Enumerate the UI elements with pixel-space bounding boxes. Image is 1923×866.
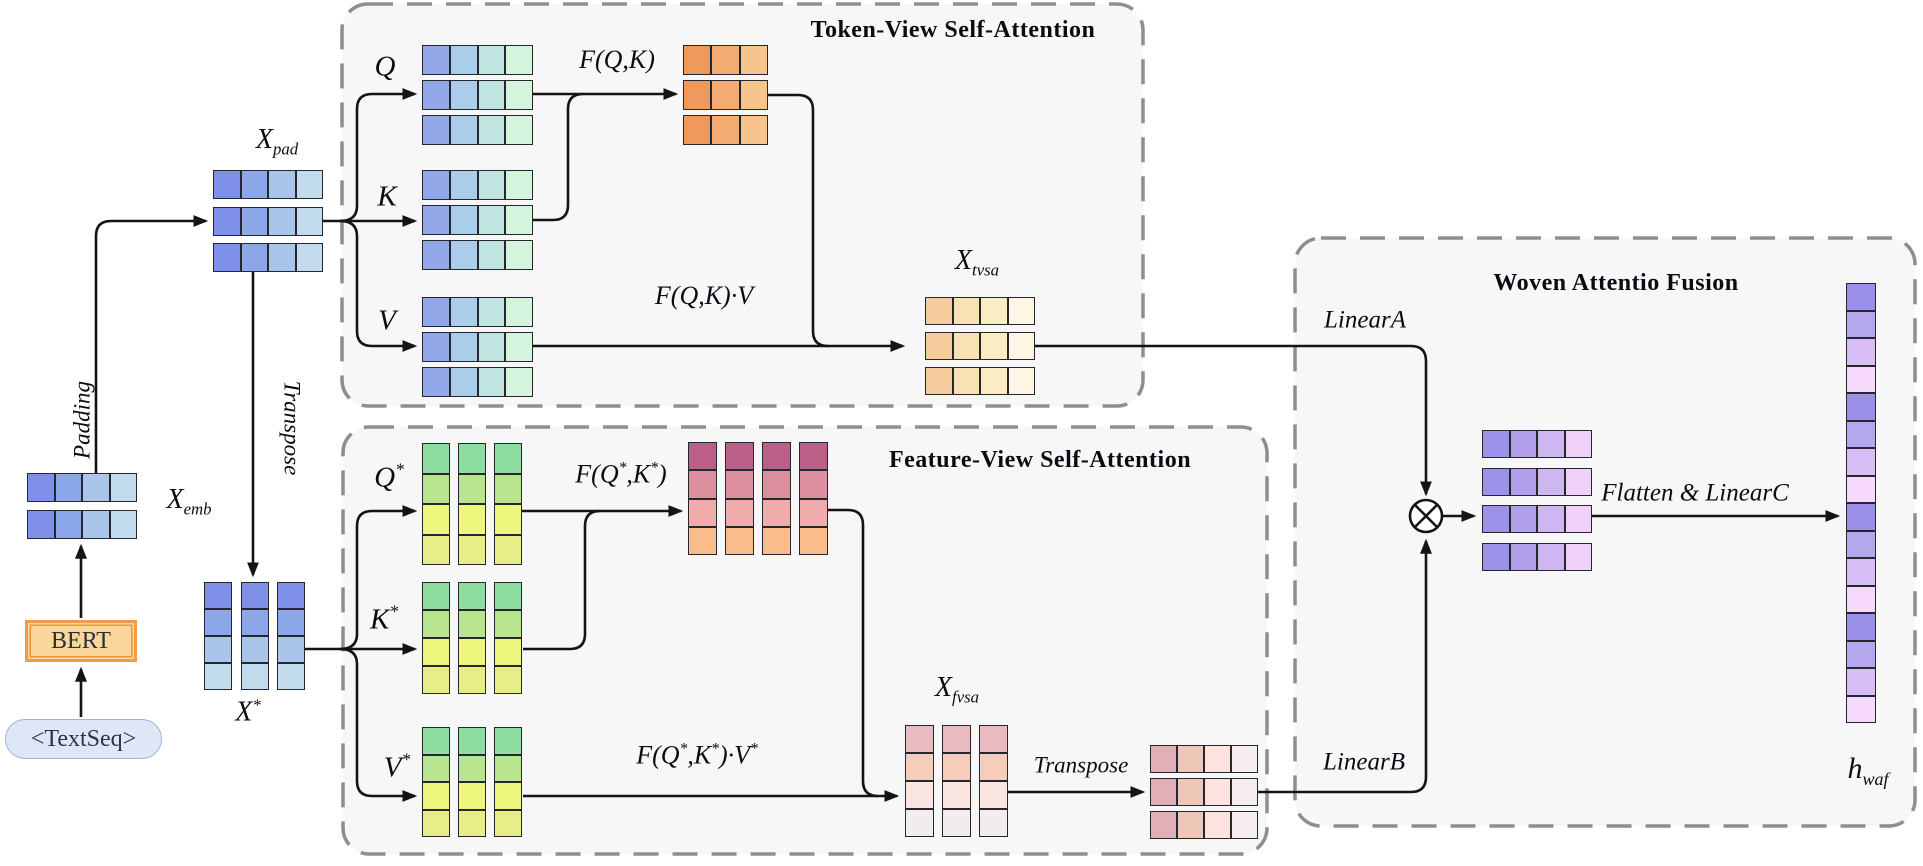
textseq-node: <TextSeq>	[5, 719, 162, 759]
arrow-xstar-to-vstar	[339, 647, 418, 802]
arrow-xemb-to-xpad	[94, 215, 209, 473]
bert-label: BERT	[51, 627, 111, 654]
bert-node: BERT	[25, 620, 137, 662]
arrow-fqk-down-join	[768, 93, 829, 348]
arrow-xpad-to-q	[339, 88, 418, 223]
arrow-k-join-fqk	[533, 92, 584, 222]
arrow-transposed-linearb-to-multiply	[1258, 538, 1432, 794]
arrow-xtvsa-lineara-to-multiply	[1035, 344, 1432, 497]
multiply-circle-icon	[1408, 498, 1444, 534]
arrow-fqkstar-down-join	[828, 508, 879, 798]
arrow-kstar-join-fqkstar	[523, 509, 601, 651]
woven-fusion-box	[1293, 236, 1917, 828]
arrow-xpad-to-v	[339, 219, 418, 352]
textseq-label: <TextSeq>	[30, 725, 137, 752]
feature-view-box	[341, 425, 1269, 856]
arrow-xstar-to-qstar	[339, 505, 418, 651]
